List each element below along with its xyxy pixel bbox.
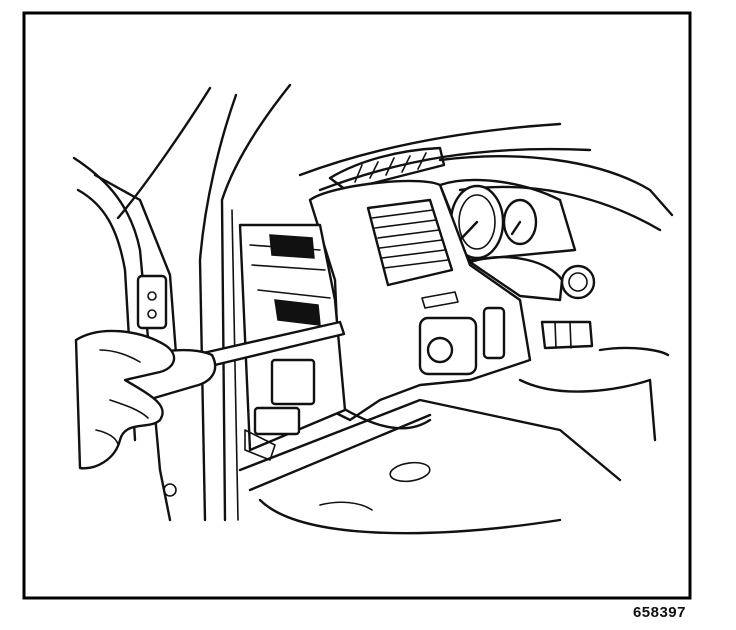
figure-id-label: 658397 [632,604,686,621]
access-slot [389,461,431,483]
instrument-cluster [438,178,596,302]
dash-trim-bezel [308,179,594,422]
upper-dash [298,122,674,232]
switch-slot [482,306,506,360]
headlamp-knob [560,264,596,300]
relay [270,358,316,406]
dimmer-knob [426,336,454,364]
door-pillar [72,83,292,522]
relay-small [253,406,301,436]
lower-dash [238,346,670,535]
figure-frame [22,11,692,600]
hand-with-screwdriver [74,320,346,470]
hand [74,329,176,470]
